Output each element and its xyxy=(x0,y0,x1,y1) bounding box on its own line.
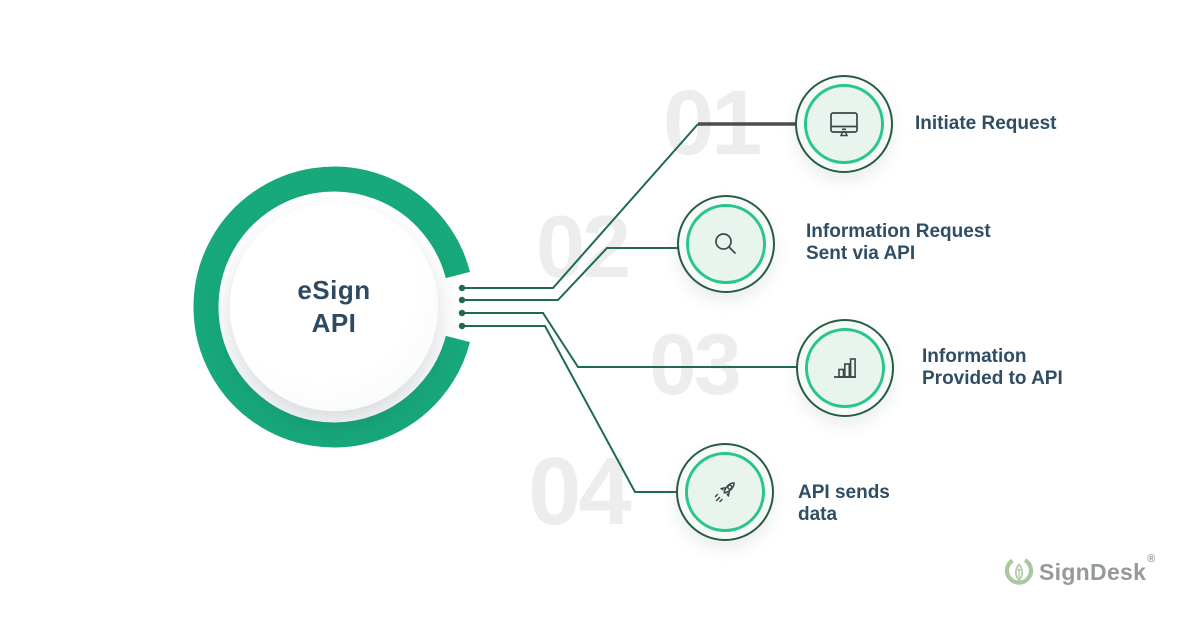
monitor-icon xyxy=(830,112,858,137)
step-circle-3-inner xyxy=(805,328,885,408)
signdesk-logo-text: SignDesk xyxy=(1039,558,1147,585)
step-label-2: Information Request Sent via API xyxy=(806,221,991,265)
registered-trademark-symbol: ® xyxy=(1147,553,1156,565)
step-label-4-line2: data xyxy=(798,504,838,525)
step-label-2-line1: Information Request xyxy=(806,221,991,242)
step-label-4-line1: API sends xyxy=(798,482,890,503)
signdesk-logo-icon xyxy=(1004,558,1034,585)
signdesk-logo: SignDesk ® xyxy=(1003,553,1156,589)
step-circle-2 xyxy=(677,195,775,293)
step-label-3-line1: Information xyxy=(922,346,1027,367)
step-label-2-line2: Sent via API xyxy=(806,243,916,264)
step-label-1-line1: Initiate Request xyxy=(915,113,1057,134)
step-circle-4 xyxy=(676,443,774,541)
hub-circle: eSign API xyxy=(230,203,438,411)
step-circle-3 xyxy=(796,319,894,417)
step-label-1: Initiate Request xyxy=(915,113,1056,135)
hub-title-line2: API xyxy=(311,308,357,338)
step-circle-1-inner xyxy=(804,84,884,164)
step-circle-1 xyxy=(795,75,893,173)
step-circle-4-inner xyxy=(685,452,765,532)
step-number-background-3: 03 xyxy=(649,317,742,413)
rocket-icon xyxy=(714,482,735,503)
bar-chart-icon xyxy=(834,358,856,378)
step-number-background-4: 04 xyxy=(528,438,632,545)
hub-title: eSign API xyxy=(297,274,370,340)
step-label-4: API sends data xyxy=(798,482,890,526)
step-label-3-line2: Provided to API xyxy=(922,368,1063,389)
step-circle-2-inner xyxy=(686,204,766,284)
hub-title-line1: eSign xyxy=(297,275,371,305)
step-label-3: Information Provided to API xyxy=(922,346,1063,390)
search-icon xyxy=(715,233,736,254)
